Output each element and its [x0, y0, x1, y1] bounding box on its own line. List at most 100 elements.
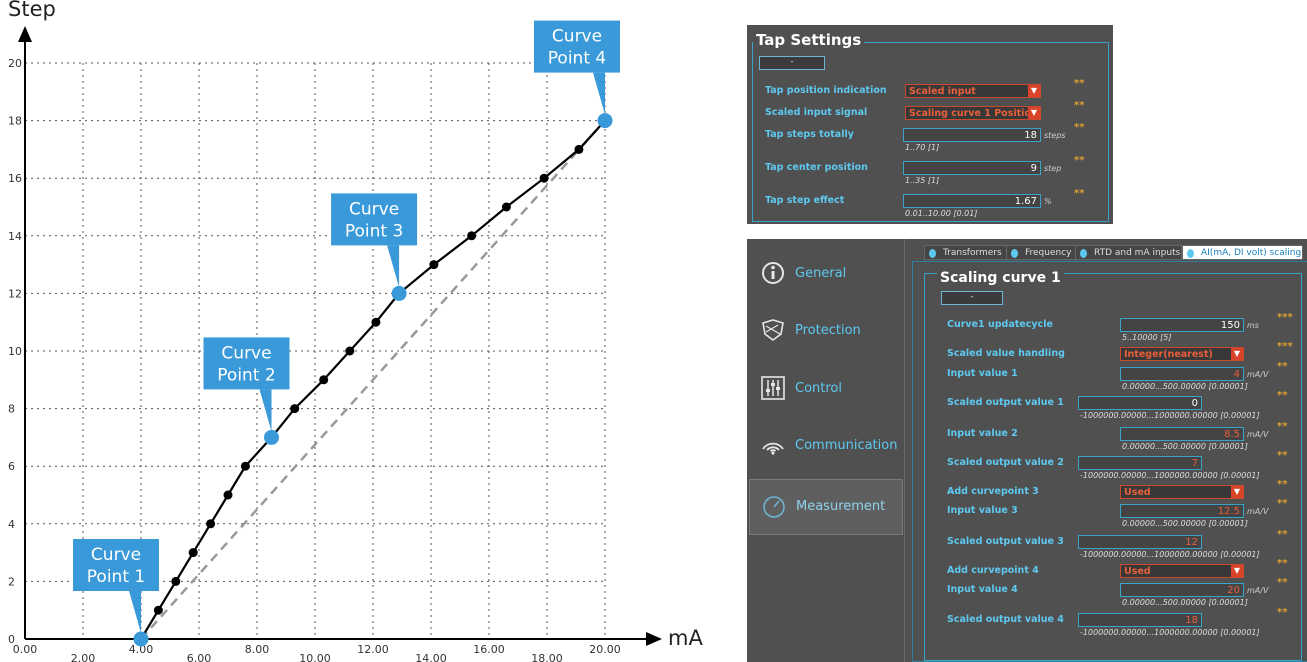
sidebar-item-communication[interactable]: Communication	[749, 419, 901, 473]
y-tick-label: 4	[8, 518, 15, 531]
step-point	[290, 404, 300, 414]
access-level-stars: **	[1074, 78, 1085, 89]
info-icon	[761, 261, 785, 285]
setting-select[interactable]: Used▼	[1120, 564, 1244, 578]
gauge-icon	[762, 494, 786, 518]
x-tick-label: 18.00	[531, 652, 563, 662]
callout-label-line2: Point 3	[345, 221, 403, 241]
access-level-stars: **	[1277, 577, 1288, 588]
sidebar-item-control[interactable]: Control	[749, 362, 901, 416]
access-level-stars: **	[1074, 155, 1085, 166]
tab-1[interactable]: Transformers	[924, 245, 1007, 260]
setting-unit: step	[1044, 164, 1062, 173]
tab-label: Frequency	[1025, 248, 1072, 258]
setting-input[interactable]: 18	[903, 128, 1041, 142]
chevron-down-icon[interactable]: ▼	[1231, 565, 1243, 577]
setting-select[interactable]: Scaling curve 1 Position▼	[905, 106, 1041, 120]
access-level-stars: **	[1074, 188, 1085, 199]
callout-pointer	[129, 591, 141, 633]
setting-input[interactable]: 12	[1078, 535, 1202, 549]
x-tick-label: 12.00	[357, 643, 389, 656]
tap-settings-collapse-button[interactable]: -	[759, 56, 825, 70]
curve-point-marker	[597, 113, 613, 129]
setting-input[interactable]: 150	[1120, 318, 1244, 332]
chevron-down-icon[interactable]: ▼	[1028, 85, 1040, 97]
setting-label: Tap center position	[765, 162, 868, 173]
step-point	[539, 173, 549, 183]
setting-range: -1000000.00000...1000000.00000 [0.00001]	[1080, 550, 1260, 559]
setting-input[interactable]: 1.67	[903, 194, 1041, 208]
step-point	[188, 548, 198, 558]
setting-input[interactable]: 8.5	[1120, 427, 1244, 441]
x-tick-label: 10.00	[299, 652, 331, 662]
setting-input[interactable]: 4	[1120, 367, 1244, 381]
tab-2[interactable]: Frequency	[1006, 245, 1076, 260]
setting-label: Scaled output value 3	[947, 536, 1064, 547]
chevron-down-icon[interactable]: ▼	[1231, 486, 1243, 498]
setting-label: Add curvepoint 3	[947, 486, 1039, 497]
setting-range: 1..35 [1]	[905, 176, 940, 185]
setting-input[interactable]: 12.5	[1120, 504, 1244, 518]
setting-select[interactable]: Used▼	[1120, 485, 1244, 499]
setting-input[interactable]: 0	[1078, 396, 1202, 410]
setting-input[interactable]: 20	[1120, 583, 1244, 597]
setting-label: Scaled input signal	[765, 107, 868, 118]
setting-select[interactable]: Integer(nearest)▼	[1120, 347, 1244, 361]
access-level-stars: ***	[1277, 341, 1293, 352]
tab-4[interactable]: AI(mA, DI volt) scaling	[1182, 245, 1303, 260]
x-tick-label: 20.00	[589, 643, 621, 656]
callout-label-line2: Point 2	[217, 365, 275, 385]
callout-box	[203, 337, 290, 390]
step-point	[223, 490, 233, 500]
x-tick-label: 2.00	[71, 652, 96, 662]
tab-label: RTD and mA inputs	[1094, 248, 1181, 258]
access-level-stars: **	[1277, 498, 1288, 509]
tab-3[interactable]: RTD and mA inputs	[1075, 245, 1182, 260]
step-point	[345, 346, 355, 356]
tab-label: AI(mA, DI volt) scaling	[1201, 248, 1302, 258]
setting-label: Input value 2	[947, 428, 1018, 439]
setting-label: Scaled output value 2	[947, 457, 1064, 468]
sidebar-item-general[interactable]: General	[749, 247, 901, 301]
setting-input[interactable]: 18	[1078, 613, 1202, 627]
x-tick-label: 16.00	[473, 643, 505, 656]
access-level-stars: **	[1277, 607, 1288, 618]
step-point	[501, 202, 511, 212]
setting-input[interactable]: 9	[903, 161, 1041, 175]
setting-range: -1000000.00000...1000000.00000 [0.00001]	[1080, 628, 1260, 637]
setting-label: Tap position indication	[765, 85, 887, 96]
setting-range: 0.00000...500.00000 [0.00001]	[1122, 519, 1248, 528]
setting-range: 1..70 [1]	[905, 143, 940, 152]
callout-label-line1: Curve	[349, 199, 399, 219]
chevron-down-icon[interactable]: ▼	[1028, 107, 1040, 119]
reference-dashed-line	[140, 119, 606, 640]
chevron-down-icon[interactable]: ▼	[1231, 348, 1243, 360]
step-point	[371, 317, 381, 327]
y-tick-label: 8	[8, 403, 15, 416]
setting-select[interactable]: Scaled input▼	[905, 84, 1041, 98]
sidebar-item-measurement[interactable]: Measurement	[749, 479, 903, 535]
x-tick-label: 6.00	[187, 652, 212, 662]
scaling-title: Scaling curve 1	[937, 270, 1064, 286]
setting-input[interactable]: 7	[1078, 456, 1202, 470]
wifi-icon	[761, 433, 785, 457]
sidebar-item-protection[interactable]: Protection	[749, 304, 901, 358]
curve-point-marker	[133, 631, 149, 647]
scaling-collapse-button[interactable]: -	[941, 291, 1003, 305]
access-level-stars: **	[1277, 558, 1288, 569]
x-tick-label: 4.00	[129, 643, 154, 656]
access-level-stars: **	[1277, 361, 1288, 372]
tap-settings-frame	[752, 42, 1109, 222]
setting-unit: mA/V	[1247, 370, 1269, 379]
callout-pointer	[387, 245, 400, 288]
y-tick-label: 10	[8, 345, 22, 358]
y-tick-label: 14	[8, 230, 22, 243]
sliders-icon	[761, 376, 785, 400]
step-point	[429, 260, 439, 270]
